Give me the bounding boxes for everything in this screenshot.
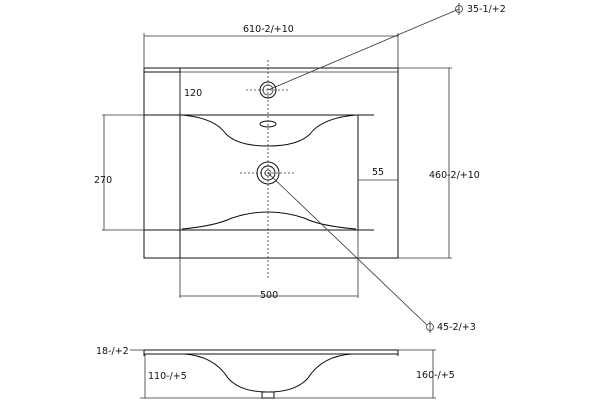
bowl-front-curve [181, 211, 357, 230]
drain-hole-label: 45-2/+3 [437, 322, 476, 333]
rim-thickness-label: 18-/+2 [96, 346, 129, 357]
top-view: 610-2/+10 35-1/+2 120 270 55 460-2/+10 [94, 3, 506, 333]
width-total-label: 610-2/+10 [243, 24, 294, 35]
side-margin-label: 55 [372, 167, 384, 178]
side-bowl-profile [183, 353, 353, 393]
drain-leader [267, 172, 428, 326]
bowl-height-label: 270 [94, 175, 112, 186]
top-offset-label: 120 [184, 88, 202, 99]
total-height-label: 160-/+5 [416, 370, 455, 381]
tap-hole-label: 35-1/+2 [467, 4, 506, 15]
side-view: 18-/+2 110-/+5 160-/+5 [96, 346, 455, 399]
bowl-width-label: 500 [260, 290, 278, 301]
bowl-depth-label: 110-/+5 [148, 371, 187, 382]
depth-total-label: 460-2/+10 [429, 170, 480, 181]
bowl-back-curve [181, 114, 357, 147]
tap-hole-leader [267, 8, 460, 91]
side-drain-outlet [261, 391, 275, 399]
